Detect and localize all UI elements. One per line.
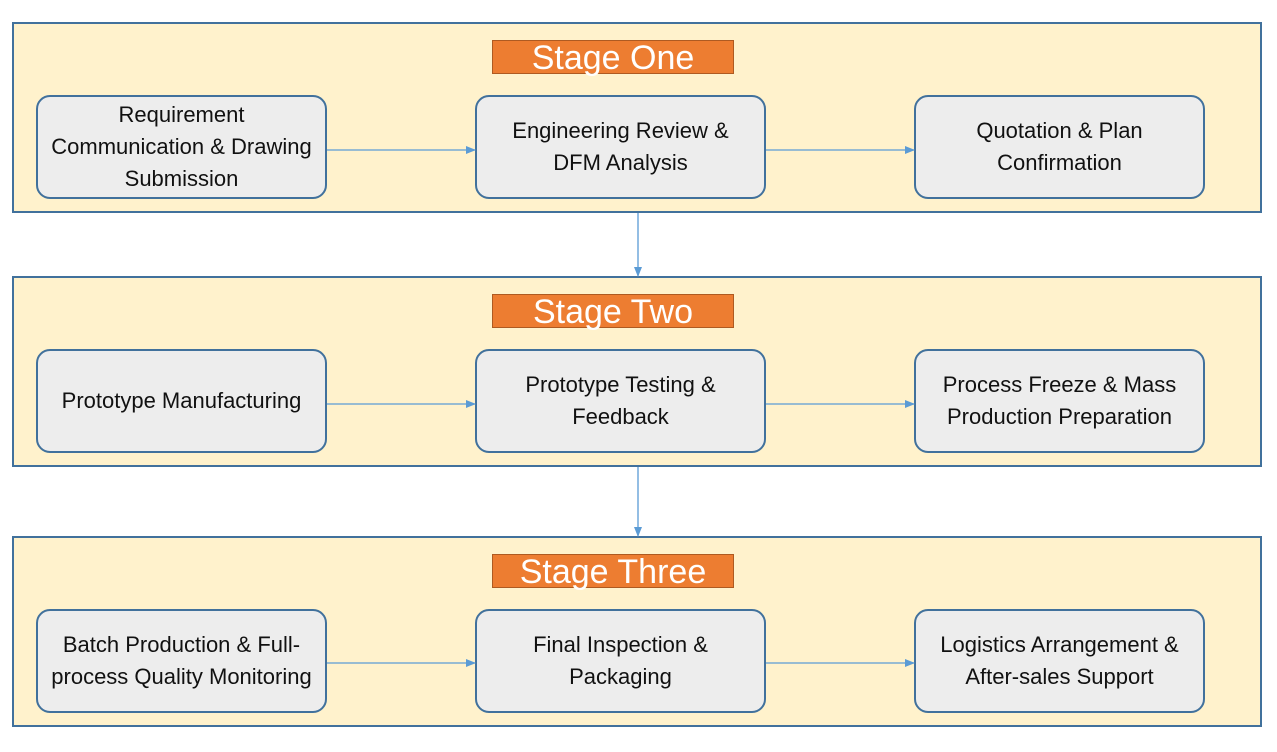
step-label: Engineering Review & DFM Analysis bbox=[512, 118, 729, 175]
stage-two-title: Stage Two bbox=[492, 294, 734, 329]
step-final-inspection: Final Inspection & Packaging bbox=[475, 609, 766, 713]
step-label: Prototype Testing & Feedback bbox=[525, 372, 716, 429]
stage-one-title: Stage One bbox=[492, 40, 734, 75]
step-logistics-support: Logistics Arrangement & After-sales Supp… bbox=[914, 609, 1205, 713]
step-prototype-manufacturing: Prototype Manufacturing bbox=[36, 349, 327, 453]
step-batch-production: Batch Production & Full-process Quality … bbox=[36, 609, 327, 713]
step-quotation-confirmation: Quotation & Plan Confirmation bbox=[914, 95, 1205, 199]
step-label: Requirement Communication & Drawing Subm… bbox=[51, 102, 312, 191]
stage-three-title: Stage Three bbox=[492, 554, 734, 589]
step-label: Logistics Arrangement & After-sales Supp… bbox=[940, 632, 1179, 689]
step-process-freeze: Process Freeze & Mass Production Prepara… bbox=[914, 349, 1205, 453]
step-label: Prototype Manufacturing bbox=[61, 388, 302, 413]
step-requirement-communication: Requirement Communication & Drawing Subm… bbox=[36, 95, 327, 199]
step-label: Final Inspection & Packaging bbox=[533, 632, 708, 689]
step-label: Quotation & Plan Confirmation bbox=[976, 118, 1143, 175]
step-label: Process Freeze & Mass Production Prepara… bbox=[942, 372, 1177, 429]
step-label: Batch Production & Full-process Quality … bbox=[51, 632, 312, 689]
step-prototype-testing: Prototype Testing & Feedback bbox=[475, 349, 766, 453]
step-engineering-review: Engineering Review & DFM Analysis bbox=[475, 95, 766, 199]
